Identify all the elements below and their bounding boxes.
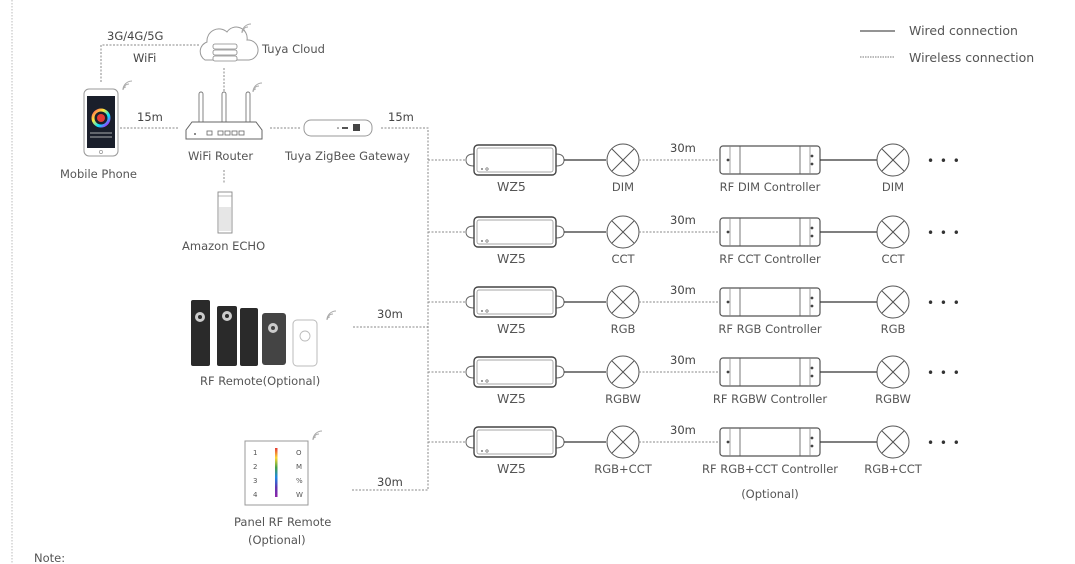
mobile-phone-icon	[83, 80, 133, 157]
controller-label: RF RGBW Controller	[713, 392, 828, 406]
panel-key-2: 2	[253, 463, 257, 471]
zigbee-gateway-icon	[303, 119, 373, 137]
wz5-module-icon	[465, 144, 565, 176]
rf-remote-distance: 30m	[377, 307, 403, 321]
light-icon	[876, 215, 910, 249]
controller-label: RF CCT Controller	[719, 252, 821, 266]
rf-controller-icon	[719, 287, 821, 317]
light-label: CCT	[881, 252, 905, 266]
light-icon	[606, 215, 640, 249]
controller-label: RF RGB+CCT Controller	[702, 462, 838, 476]
panel-key-mode: M	[296, 463, 302, 471]
legend-wired-label: Wired connection	[909, 23, 1018, 38]
controller-label: RF RGB Controller	[718, 322, 822, 336]
link-distance: 30m	[670, 283, 696, 297]
device-row: WZ5 RGBW 30m RF RGBW Controller RGBW • • •	[428, 353, 961, 406]
light-icon	[876, 355, 910, 389]
rf-controller-icon	[719, 427, 821, 457]
light-label: RGB	[881, 322, 906, 336]
more-ellipsis: • • •	[927, 154, 961, 168]
wz5-module-icon	[465, 216, 565, 248]
light-label: RGB+CCT	[864, 462, 922, 476]
light-icon	[606, 355, 640, 389]
echo-label: Amazon ECHO	[182, 239, 265, 253]
light-label: RGBW	[875, 392, 911, 406]
gateway-bus-distance: 15m	[388, 110, 414, 124]
network-label-2: WiFi	[133, 51, 156, 65]
more-ellipsis: • • •	[927, 366, 961, 380]
module-label: WZ5	[497, 391, 526, 406]
device-row: WZ5 RGB+CCT 30m RF RGB+CCT Controller (Optio…	[428, 423, 961, 501]
legend-wireless-label: Wireless connection	[909, 50, 1034, 65]
panel-key-white: W	[296, 491, 303, 499]
more-ellipsis: • • •	[927, 296, 961, 310]
panel-wireless-icon	[312, 430, 323, 441]
module-label: WZ5	[497, 251, 526, 266]
light-label: DIM	[882, 180, 904, 194]
module-label: WZ5	[497, 461, 526, 476]
panel-key-percent: %	[296, 477, 303, 485]
more-ellipsis: • • •	[927, 226, 961, 240]
cloud-icon	[199, 23, 259, 62]
rf-controller-icon	[719, 145, 821, 175]
link-distance: 30m	[670, 213, 696, 227]
panel-remote-icon: 1 2 3 4 O M % W	[244, 430, 323, 506]
device-row: WZ5 CCT 30m RF CCT Controller CCT • • •	[428, 213, 961, 266]
amazon-echo-icon	[217, 191, 233, 234]
wifi-router-icon	[185, 82, 263, 140]
device-row: WZ5 RGB 30m RF RGB Controller RGB • • •	[428, 283, 961, 336]
light-icon	[876, 285, 910, 319]
light-label: DIM	[612, 180, 634, 194]
router-label: WiFi Router	[188, 149, 253, 163]
rf-remote-wireless-icon	[326, 310, 337, 321]
panel-key-3: 3	[253, 477, 257, 485]
light-icon	[876, 143, 910, 177]
router-wireless-icon	[252, 82, 263, 93]
module-label: WZ5	[497, 179, 526, 194]
bus-line	[352, 127, 429, 491]
more-ellipsis: • • •	[927, 436, 961, 450]
cloud-label: Tuya Cloud	[261, 42, 325, 56]
light-label: RGB+CCT	[594, 462, 652, 476]
panel-label-2: (Optional)	[248, 533, 306, 547]
module-label: WZ5	[497, 321, 526, 336]
rf-controller-icon	[719, 357, 821, 387]
panel-distance: 30m	[377, 475, 403, 489]
phone-cloud-link	[100, 44, 200, 82]
wz5-module-icon	[465, 356, 565, 388]
phone-label: Mobile Phone	[60, 167, 137, 181]
controller-label: RF DIM Controller	[720, 180, 821, 194]
wz5-module-icon	[465, 286, 565, 318]
light-label: CCT	[611, 252, 635, 266]
panel-key-1: 1	[253, 449, 257, 457]
light-label: RGB	[611, 322, 636, 336]
note-label: Note:	[34, 551, 65, 564]
panel-key-4: 4	[253, 491, 258, 499]
rf-remotes-icon	[191, 300, 337, 367]
device-row: WZ5 DIM 30m RF DIM Controller DIM • • •	[428, 141, 961, 194]
light-icon	[606, 143, 640, 177]
panel-key-on: O	[296, 449, 302, 457]
link-distance: 30m	[670, 353, 696, 367]
wz5-module-icon	[465, 426, 565, 458]
legend: Wired connection Wireless connection	[860, 23, 1034, 65]
rf-controller-icon	[719, 217, 821, 247]
light-icon	[876, 425, 910, 459]
light-icon	[606, 425, 640, 459]
panel-label-1: Panel RF Remote	[234, 515, 331, 529]
light-icon	[606, 285, 640, 319]
link-distance: 30m	[670, 141, 696, 155]
link-distance: 30m	[670, 423, 696, 437]
phone-router-distance: 15m	[137, 110, 163, 124]
phone-wireless-icon	[122, 80, 133, 91]
controller-sublabel: (Optional)	[741, 487, 799, 501]
network-label-1: 3G/4G/5G	[107, 29, 163, 43]
rf-remote-label: RF Remote(Optional)	[200, 374, 320, 388]
light-label: RGBW	[605, 392, 641, 406]
gateway-label: Tuya ZigBee Gateway	[284, 149, 410, 163]
